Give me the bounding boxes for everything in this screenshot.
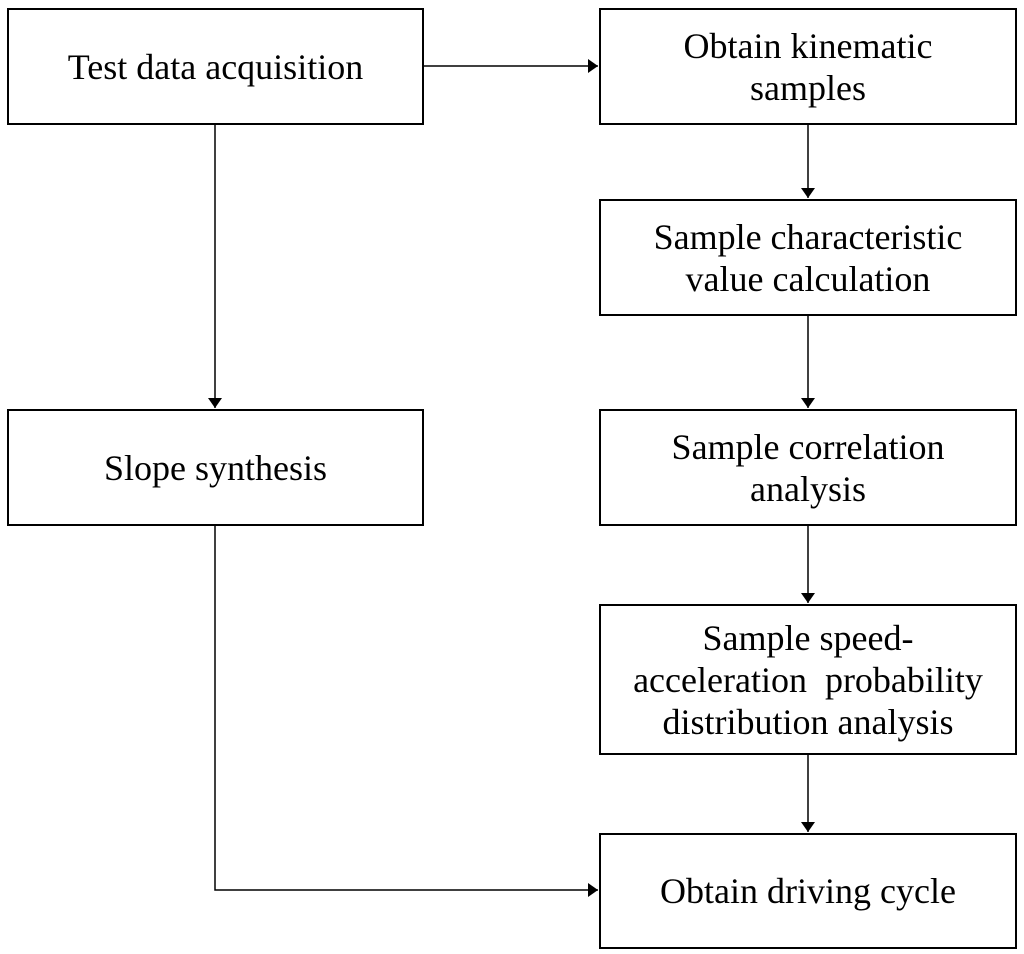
node-slope-synthesis: Slope synthesis — [7, 409, 424, 526]
node-label-line: acceleration probability — [633, 659, 983, 700]
node-sample-correlation-analysis: Sample correlation analysis — [599, 409, 1017, 526]
node-label-line: Obtain kinematic — [683, 25, 933, 66]
node-label-line: Slope synthesis — [103, 447, 327, 488]
node-label-line: value calculation — [685, 258, 931, 299]
node-test-data-acquisition: Test data acquisition — [7, 8, 424, 125]
node-label-line: samples — [750, 67, 866, 108]
node-sample-characteristic-value-calculation: Sample characteristic value calculation — [599, 199, 1017, 316]
node-label-line: distribution analysis — [662, 701, 954, 742]
edge-slope-to-driving-cycle — [214, 525, 598, 897]
node-label-line: analysis — [750, 468, 866, 509]
node-label-line: Sample correlation — [671, 426, 945, 467]
node-label-line: Test data acquisition — [67, 46, 364, 87]
node-label-line: Sample characteristic — [653, 216, 963, 257]
node-sample-speed-acceleration-probability-distribution-analysis: Sample speed- acceleration probability d… — [599, 604, 1017, 755]
node-label-line: Sample speed- — [702, 617, 914, 658]
node-obtain-driving-cycle: Obtain driving cycle — [599, 833, 1017, 949]
node-obtain-kinematic-samples: Obtain kinematic samples — [599, 8, 1017, 125]
node-label-line: Obtain driving cycle — [660, 871, 956, 911]
